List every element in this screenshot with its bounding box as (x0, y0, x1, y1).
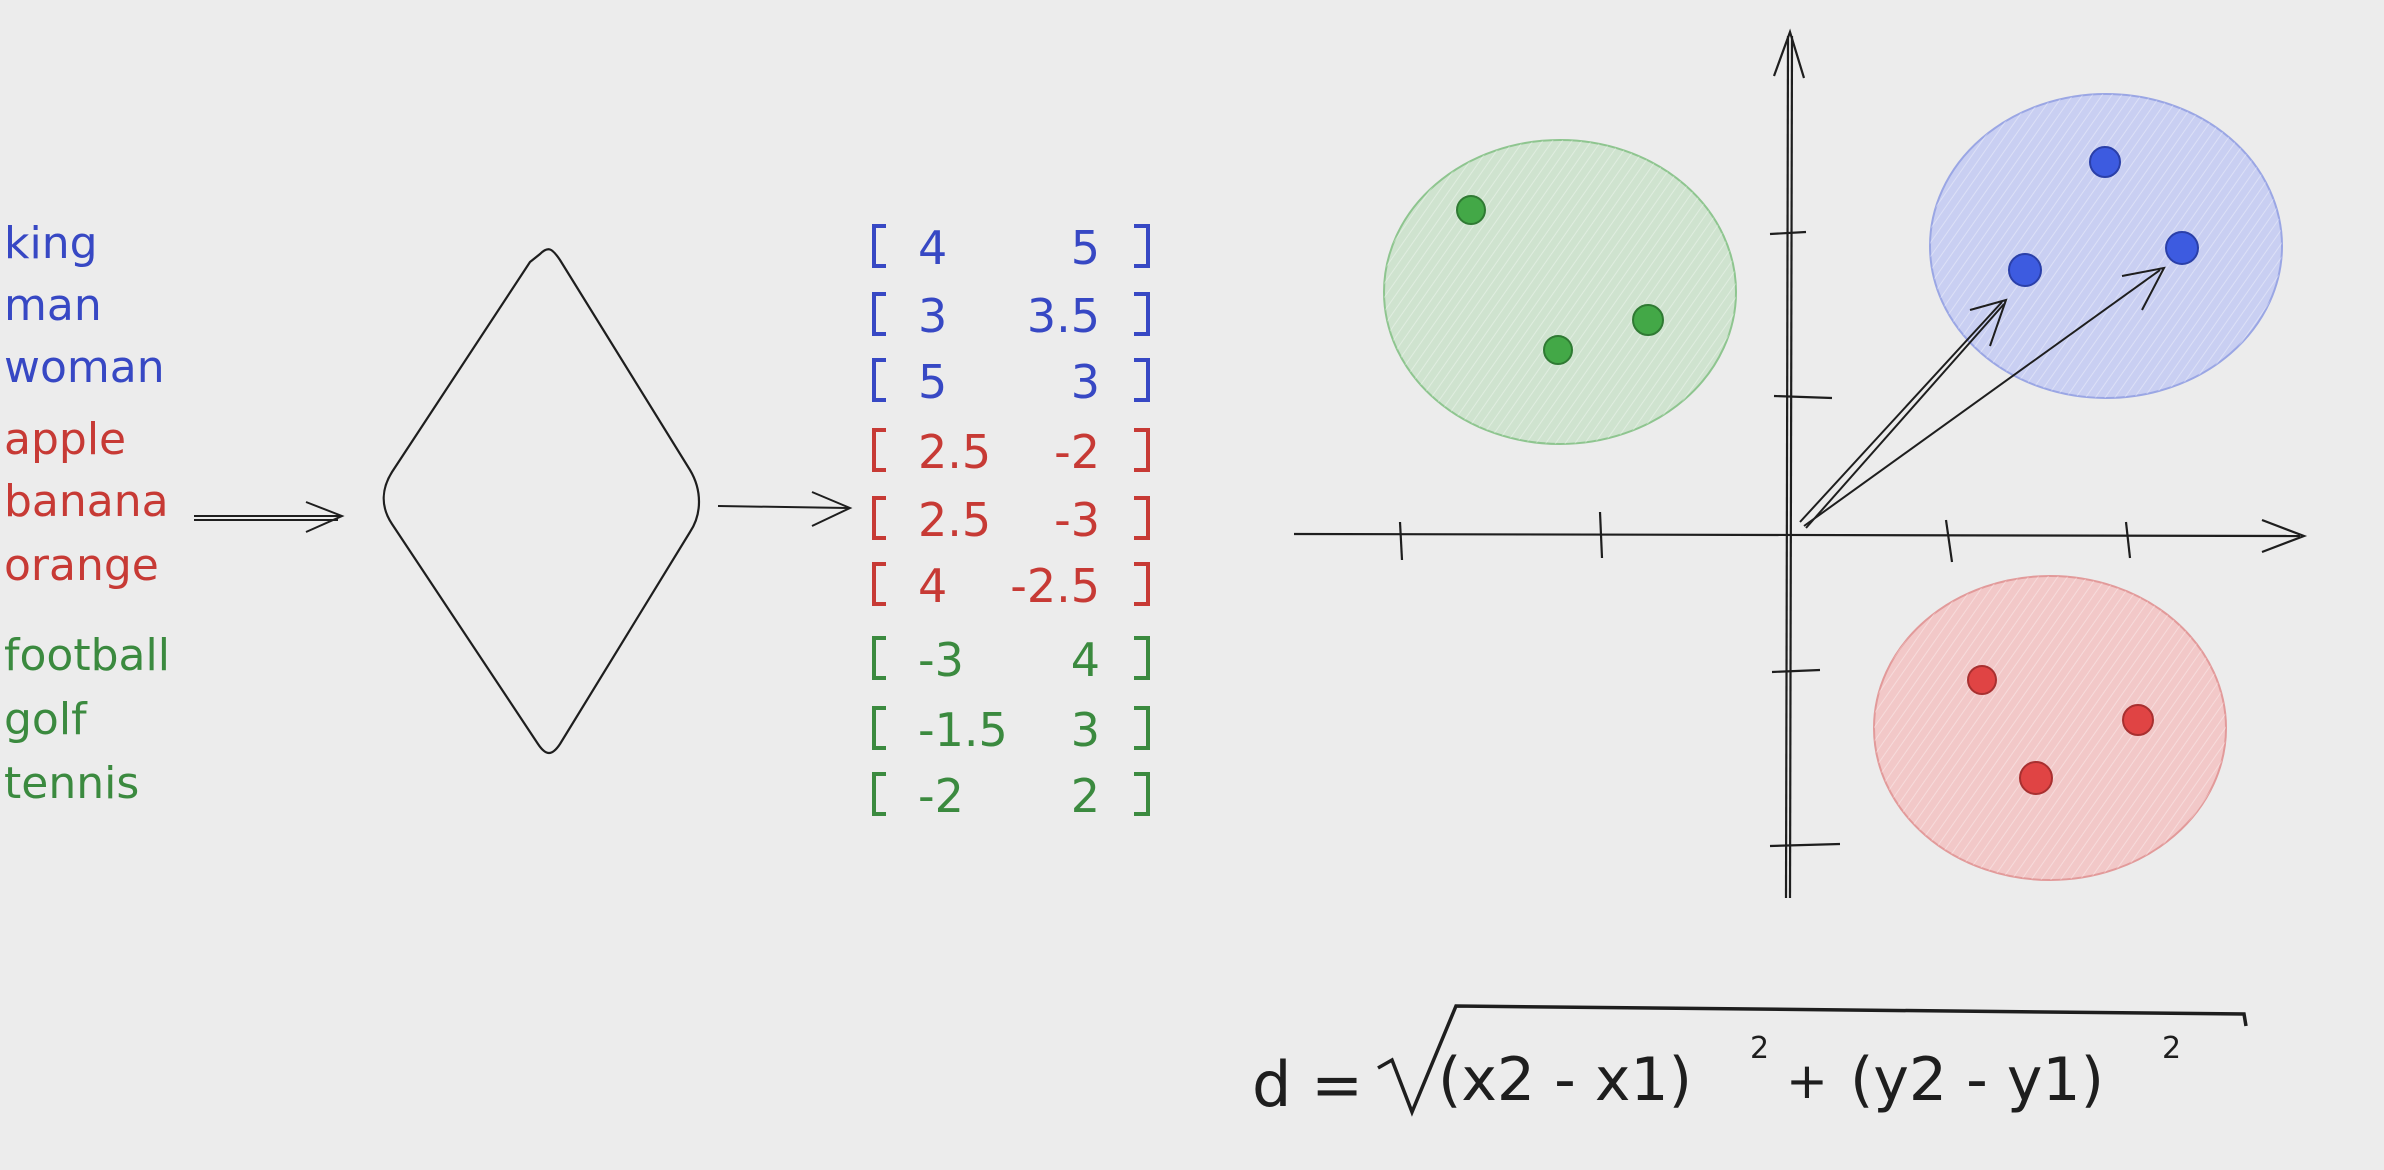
right-bracket-icon (1134, 562, 1150, 606)
vector-y-value: -3 (1054, 493, 1100, 547)
right-bracket-icon (1134, 706, 1150, 750)
right-arrow-icon (717, 491, 853, 527)
vector-x-value: 3 (918, 289, 947, 343)
word-label: tennis (4, 758, 139, 809)
vector-y-value: 5 (1071, 221, 1100, 275)
blue-point (2008, 253, 2042, 287)
vector-row: -1.5 3 (872, 703, 1150, 757)
red-point (2122, 704, 2154, 736)
red-point (2019, 761, 2053, 795)
blue-point (2165, 231, 2199, 265)
left-bracket-icon (872, 292, 886, 336)
vector-y-value: 3 (1071, 355, 1100, 409)
blue-cluster (1929, 93, 2283, 399)
vector-x-value: 2.5 (918, 425, 991, 479)
vector-x-value: 2.5 (918, 493, 991, 547)
red-cluster (1873, 575, 2227, 881)
left-bracket-icon (872, 772, 886, 816)
left-bracket-icon (872, 636, 886, 680)
vector-x-value: 5 (918, 355, 947, 409)
vector-row: 4 -2.5 (872, 559, 1150, 613)
arrow-head-icon (1969, 298, 2008, 347)
word-label: football (4, 630, 170, 681)
blue-point (2089, 146, 2121, 178)
distance-formula: d = (x2 - x1) 2 + (y2 - y1) 2 (1252, 1004, 2248, 1121)
sqrt-sign-icon (1377, 1004, 2248, 1117)
axis-arrow-icon (1772, 28, 1806, 79)
vector-row: -2 2 (872, 769, 1150, 823)
right-bracket-icon (1134, 636, 1150, 680)
word-label: orange (4, 540, 159, 591)
vector-x-value: 4 (918, 559, 947, 613)
left-bracket-icon (872, 358, 886, 402)
formula-exponent-x: 2 (1750, 1031, 1769, 1066)
coordinate-axes (1293, 28, 2308, 899)
word-label: woman (4, 342, 165, 393)
formula-term-y: (y2 - y1) (1850, 1045, 2104, 1115)
right-arrow-icon (194, 501, 345, 533)
vector-row: 2.5 -2 (872, 425, 1150, 479)
vector-arrows (1799, 266, 2166, 529)
green-point (1632, 304, 1664, 336)
vector-y-value: 3 (1071, 703, 1100, 757)
word-label: banana (4, 476, 169, 527)
vector-x-value: 4 (918, 221, 947, 275)
right-bracket-icon (1134, 772, 1150, 816)
right-bracket-icon (1134, 358, 1150, 402)
formula-exponent-y: 2 (2162, 1031, 2181, 1066)
vector-x-value: -3 (918, 633, 964, 687)
left-bracket-icon (872, 496, 886, 540)
word-list: king man woman apple banana orange football gol… (4, 218, 170, 809)
arrow-head-icon (2121, 266, 2166, 311)
diamond-model-shape (382, 248, 700, 755)
left-bracket-icon (872, 562, 886, 606)
formula-term-x: (x2 - x1) (1438, 1045, 1692, 1115)
word-label: man (4, 280, 102, 331)
right-bracket-icon (1134, 224, 1150, 268)
green-point (1456, 195, 1486, 225)
formula-plus: + (1786, 1052, 1828, 1110)
green-cluster (1383, 139, 1737, 445)
vector-y-value: -2 (1054, 425, 1100, 479)
word-label: golf (4, 694, 88, 745)
vector-x-value: -1.5 (918, 703, 1008, 757)
red-point (1967, 665, 1997, 695)
vector-y-value: 4 (1071, 633, 1100, 687)
left-bracket-icon (872, 428, 886, 472)
green-point (1543, 335, 1573, 365)
vector-row: -3 4 (872, 633, 1150, 687)
vector-y-value: -2.5 (1010, 559, 1100, 613)
right-bracket-icon (1134, 496, 1150, 540)
vector-y-value: 3.5 (1027, 289, 1100, 343)
left-bracket-icon (872, 706, 886, 750)
vector-y-value: 2 (1071, 769, 1100, 823)
vector-x-value: -2 (918, 769, 964, 823)
right-bracket-icon (1134, 428, 1150, 472)
left-bracket-icon (872, 224, 886, 268)
axis-arrow-icon (2261, 518, 2308, 554)
formula-lhs: d = (1252, 1048, 1363, 1121)
vector-row: 2.5 -3 (872, 493, 1150, 547)
word-label: king (4, 218, 98, 269)
right-bracket-icon (1134, 292, 1150, 336)
word-label: apple (4, 414, 126, 465)
